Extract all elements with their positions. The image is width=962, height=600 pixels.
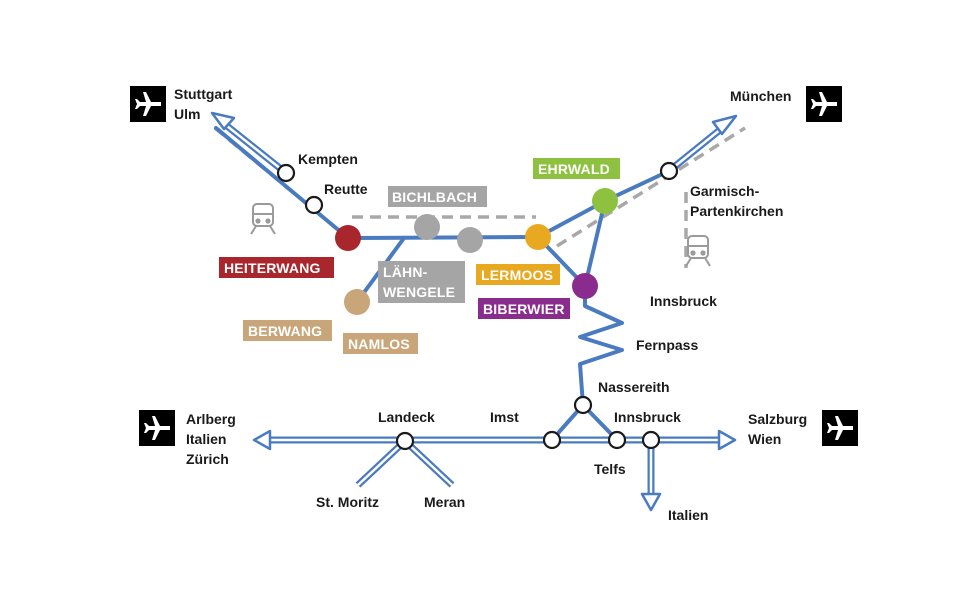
stop-innsbruck bbox=[641, 430, 661, 450]
label-garmisch-1: Garmisch- bbox=[690, 183, 760, 199]
label-salzburg: Salzburg bbox=[748, 411, 807, 427]
tag-lahnwengele-1: LÄHN- bbox=[383, 264, 428, 280]
stop-nassereith bbox=[573, 395, 593, 415]
stop-imst bbox=[542, 430, 562, 450]
tag-heiterwang-bg bbox=[219, 257, 334, 278]
label-nassereith: Nassereith bbox=[598, 379, 670, 395]
airplane-icon bbox=[135, 92, 161, 116]
stop-kempten bbox=[276, 163, 296, 183]
label-zurich: Zürich bbox=[186, 451, 229, 467]
tag-lahnwengele-bg bbox=[378, 261, 465, 303]
train-icon bbox=[685, 235, 711, 267]
label-wien: Wien bbox=[748, 431, 781, 447]
label-imst: Imst bbox=[490, 409, 519, 425]
tag-bichlbach-bg bbox=[388, 186, 487, 207]
tag-biberwier-bg bbox=[478, 298, 570, 319]
label-arlberg: Arlberg bbox=[186, 411, 236, 427]
tag-ehrwald: EHRWALD bbox=[538, 161, 610, 177]
dot-bichlbach-2 bbox=[457, 227, 483, 253]
station-tags: HEITERWANG BICHLBACH LÄHN- WENGELE BERWA… bbox=[219, 158, 620, 354]
label-italien: Italien bbox=[668, 507, 708, 523]
tag-berwang-bg bbox=[243, 320, 332, 341]
label-stuttgart: Stuttgart bbox=[174, 86, 233, 102]
tag-biberwier: BIBERWIER bbox=[483, 301, 565, 317]
tag-lermoos-bg bbox=[476, 264, 560, 285]
arrow-east bbox=[717, 429, 737, 451]
label-landeck: Landeck bbox=[378, 409, 435, 425]
train-icon bbox=[250, 203, 276, 235]
airplane-icon bbox=[144, 416, 170, 440]
airport-salzburg: Salzburg Wien bbox=[748, 410, 858, 447]
arrow-west bbox=[252, 429, 272, 451]
tag-heiterwang: HEITERWANG bbox=[224, 260, 321, 276]
tag-lermoos: LERMOOS bbox=[481, 267, 553, 283]
tag-ehrwald-bg bbox=[533, 158, 620, 179]
label-fernpass: Fernpass bbox=[636, 337, 698, 353]
label-munich: München bbox=[730, 88, 791, 104]
tag-namlos-bg bbox=[343, 333, 418, 354]
label-italien-airport: Italien bbox=[186, 431, 226, 447]
dot-bichlbach-1 bbox=[414, 214, 440, 240]
place-labels: Kempten Reutte Garmisch- Partenkirchen I… bbox=[298, 151, 783, 523]
stops bbox=[276, 161, 679, 451]
airport-stuttgart: Stuttgart Ulm bbox=[130, 86, 233, 122]
tag-namlos: NAMLOS bbox=[348, 336, 410, 352]
label-meran: Meran bbox=[424, 494, 465, 510]
airport-arlberg: Arlberg Italien Zürich bbox=[139, 410, 236, 467]
arrowheads bbox=[210, 111, 738, 512]
stop-munich-junction bbox=[659, 161, 679, 181]
dot-heiterwang bbox=[335, 225, 361, 251]
label-reutte: Reutte bbox=[324, 181, 368, 197]
tag-lahnwengele-2: WENGELE bbox=[383, 284, 455, 300]
stop-landeck bbox=[395, 431, 415, 451]
stop-telfs bbox=[607, 430, 627, 450]
dot-ehrwald bbox=[592, 188, 618, 214]
tag-berwang: BERWANG bbox=[248, 323, 322, 339]
label-st-moritz: St. Moritz bbox=[316, 494, 379, 510]
dot-biberwier bbox=[572, 273, 598, 299]
airport-munich: München bbox=[730, 86, 842, 122]
label-innsbruck: Innsbruck bbox=[614, 409, 681, 425]
dot-lermoos bbox=[525, 224, 551, 250]
label-ulm: Ulm bbox=[174, 106, 200, 122]
label-kempten: Kempten bbox=[298, 151, 358, 167]
arrow-munich bbox=[711, 114, 738, 136]
airplane-icon bbox=[811, 92, 837, 116]
stop-reutte bbox=[304, 195, 324, 215]
airplane-icon bbox=[827, 416, 853, 440]
arrow-stuttgart bbox=[210, 111, 236, 131]
label-innsbruck-north: Innsbruck bbox=[650, 293, 717, 309]
arrow-italien bbox=[640, 492, 662, 512]
label-telfs: Telfs bbox=[594, 461, 626, 477]
tag-bichlbach: BICHLBACH bbox=[392, 189, 477, 205]
label-garmisch-2: Partenkirchen bbox=[690, 203, 783, 219]
resort-stations bbox=[335, 188, 618, 315]
dot-berwang bbox=[344, 289, 370, 315]
